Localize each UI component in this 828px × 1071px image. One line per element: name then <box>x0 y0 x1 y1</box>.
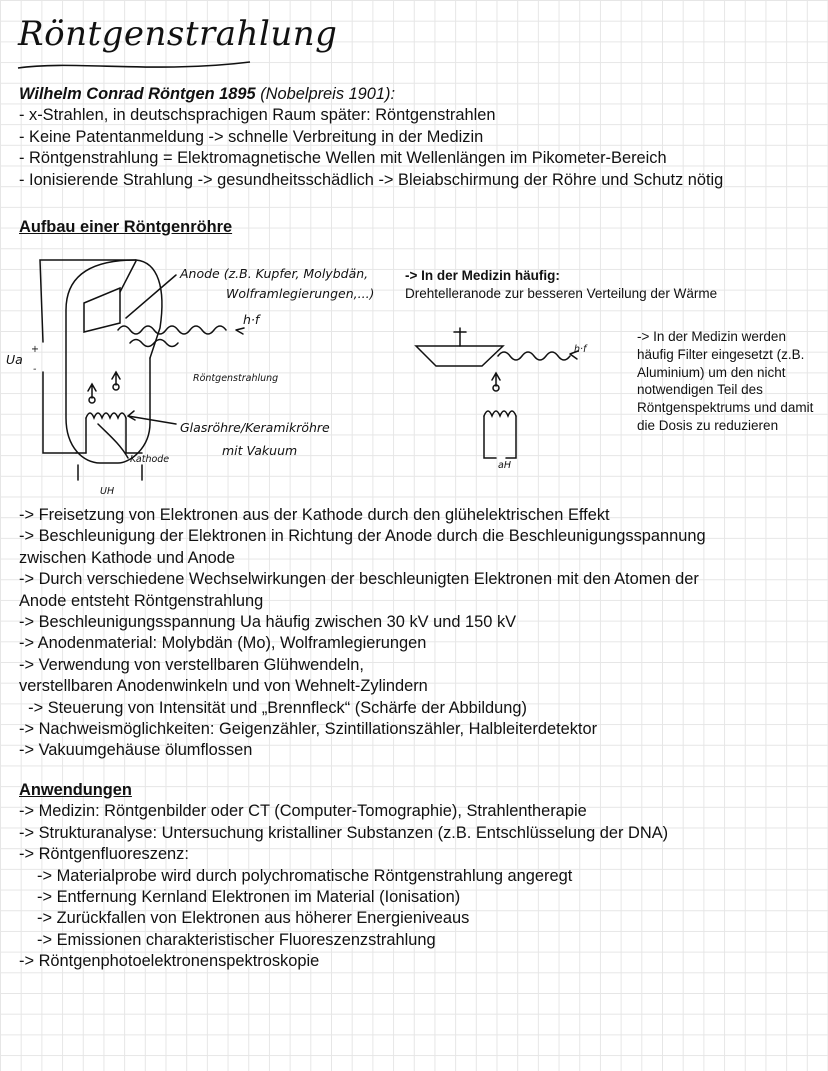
medizin-heading: -> In der Medizin häufig: <box>405 268 560 283</box>
process-line: -> Freisetzung von Elektronen aus der Ka… <box>19 506 610 524</box>
aufbau-section: Aufbau einer Röntgenröhre <box>19 217 232 238</box>
xray-tube-diagram: Anode (z.B. Kupfer, Molybdän, Wolframleg… <box>6 259 588 497</box>
process-line: verstellbaren Anodenwinkeln und von Wehn… <box>19 677 428 696</box>
minus-sign: - <box>33 364 37 375</box>
anwendungen-line: -> Strukturanalyse: Untersuchung kristal… <box>19 823 669 842</box>
glasroehre-label-line2: mit Vakuum <box>222 443 297 458</box>
intro-heading: Wilhelm Conrad Röntgen 1895 (Nobelpreis … <box>19 84 723 105</box>
hf-label-main: h·f <box>243 312 261 327</box>
intro-line: - Röntgenstrahlung = Elektromagnetische … <box>19 149 667 168</box>
anwendungen-line: -> Röntgenfluoreszenz: <box>19 845 189 864</box>
anwendungen-section: Anwendungen -> Medizin: Röntgenbilder od… <box>19 780 668 973</box>
kathode-label: Kathode <box>130 454 169 465</box>
anwendungen-line: -> Medizin: Röntgenbilder oder CT (Compu… <box>19 802 587 821</box>
intro-section: Wilhelm Conrad Röntgen 1895 (Nobelpreis … <box>19 84 723 191</box>
process-line: -> Nachweismöglichkeiten: Geigenzähler, … <box>19 720 598 739</box>
process-line: -> Beschleunigungsspannung Ua häufig zwi… <box>19 613 517 632</box>
process-line: -> Beschleunigung der Elektronen in Rich… <box>19 527 706 546</box>
intro-line: - Ionisierende Strahlung -> gesundheitss… <box>19 170 724 189</box>
ua-label: Ua <box>6 352 23 367</box>
process-line: Anode entsteht Röntgenstrahlung <box>19 591 264 610</box>
hf-label-rotating: h·f <box>574 344 588 355</box>
roentgenstrahlung-label: Röntgenstrahlung <box>193 373 278 384</box>
glasroehre-label-line1: Glasröhre/Keramikröhre <box>180 420 330 435</box>
anwendungen-subline: -> Materialprobe wird durch polychromati… <box>37 866 573 885</box>
uh-label-rotating: aH <box>498 460 511 471</box>
intro-heading-note: (Nobelpreis 1901): <box>260 85 396 103</box>
process-section: -> Freisetzung von Elektronen aus der Ka… <box>19 505 706 762</box>
intro-line: - Keine Patentanmeldung -> schnelle Verb… <box>19 127 484 146</box>
title-underline <box>17 61 251 69</box>
anwendungen-subline: -> Entfernung Kernland Elektronen im Mat… <box>37 888 461 907</box>
plus-sign: + <box>31 344 39 355</box>
medizin-text: Drehtelleranode zur besseren Verteilung … <box>405 285 718 301</box>
page-title: Röntgenstrahlung <box>18 14 338 54</box>
process-line: -> Anodenmaterial: Molybdän (Mo), Wolfra… <box>19 634 427 653</box>
anwendungen-subline: -> Zurückfallen von Elektronen aus höher… <box>37 909 470 928</box>
uh-label: UH <box>100 486 114 497</box>
anwendungen-last-line: -> Röntgenphotoelektronenspektroskopie <box>19 952 320 971</box>
medizin-note: -> In der Medizin häufig: Drehtelleranod… <box>405 267 717 302</box>
anode-label-line2: Wolframlegierungen,...) <box>226 286 374 301</box>
intro-line: - x-Strahlen, in deutschsprachigen Raum … <box>19 106 496 125</box>
process-line: -> Vakuumgehäuse ölumflossen <box>19 741 253 760</box>
anwendungen-heading: Anwendungen <box>19 781 132 799</box>
process-line: -> Steuerung von Intensität und „Brennfl… <box>19 698 527 717</box>
filter-note: -> In der Medizin werden häufig Filter e… <box>637 329 814 433</box>
anode-label-line1: Anode (z.B. Kupfer, Molybdän, <box>179 266 368 281</box>
process-line: -> Durch verschiedene Wechselwirkungen d… <box>19 570 699 589</box>
intro-heading-name: Wilhelm Conrad Röntgen 1895 <box>19 85 256 103</box>
process-line: -> Verwendung von verstellbaren Glühwend… <box>19 655 364 674</box>
anwendungen-subline: -> Emissionen charakteristischer Fluores… <box>37 930 436 949</box>
process-line: zwischen Kathode und Anode <box>19 548 235 567</box>
aufbau-heading: Aufbau einer Röntgenröhre <box>19 218 233 236</box>
